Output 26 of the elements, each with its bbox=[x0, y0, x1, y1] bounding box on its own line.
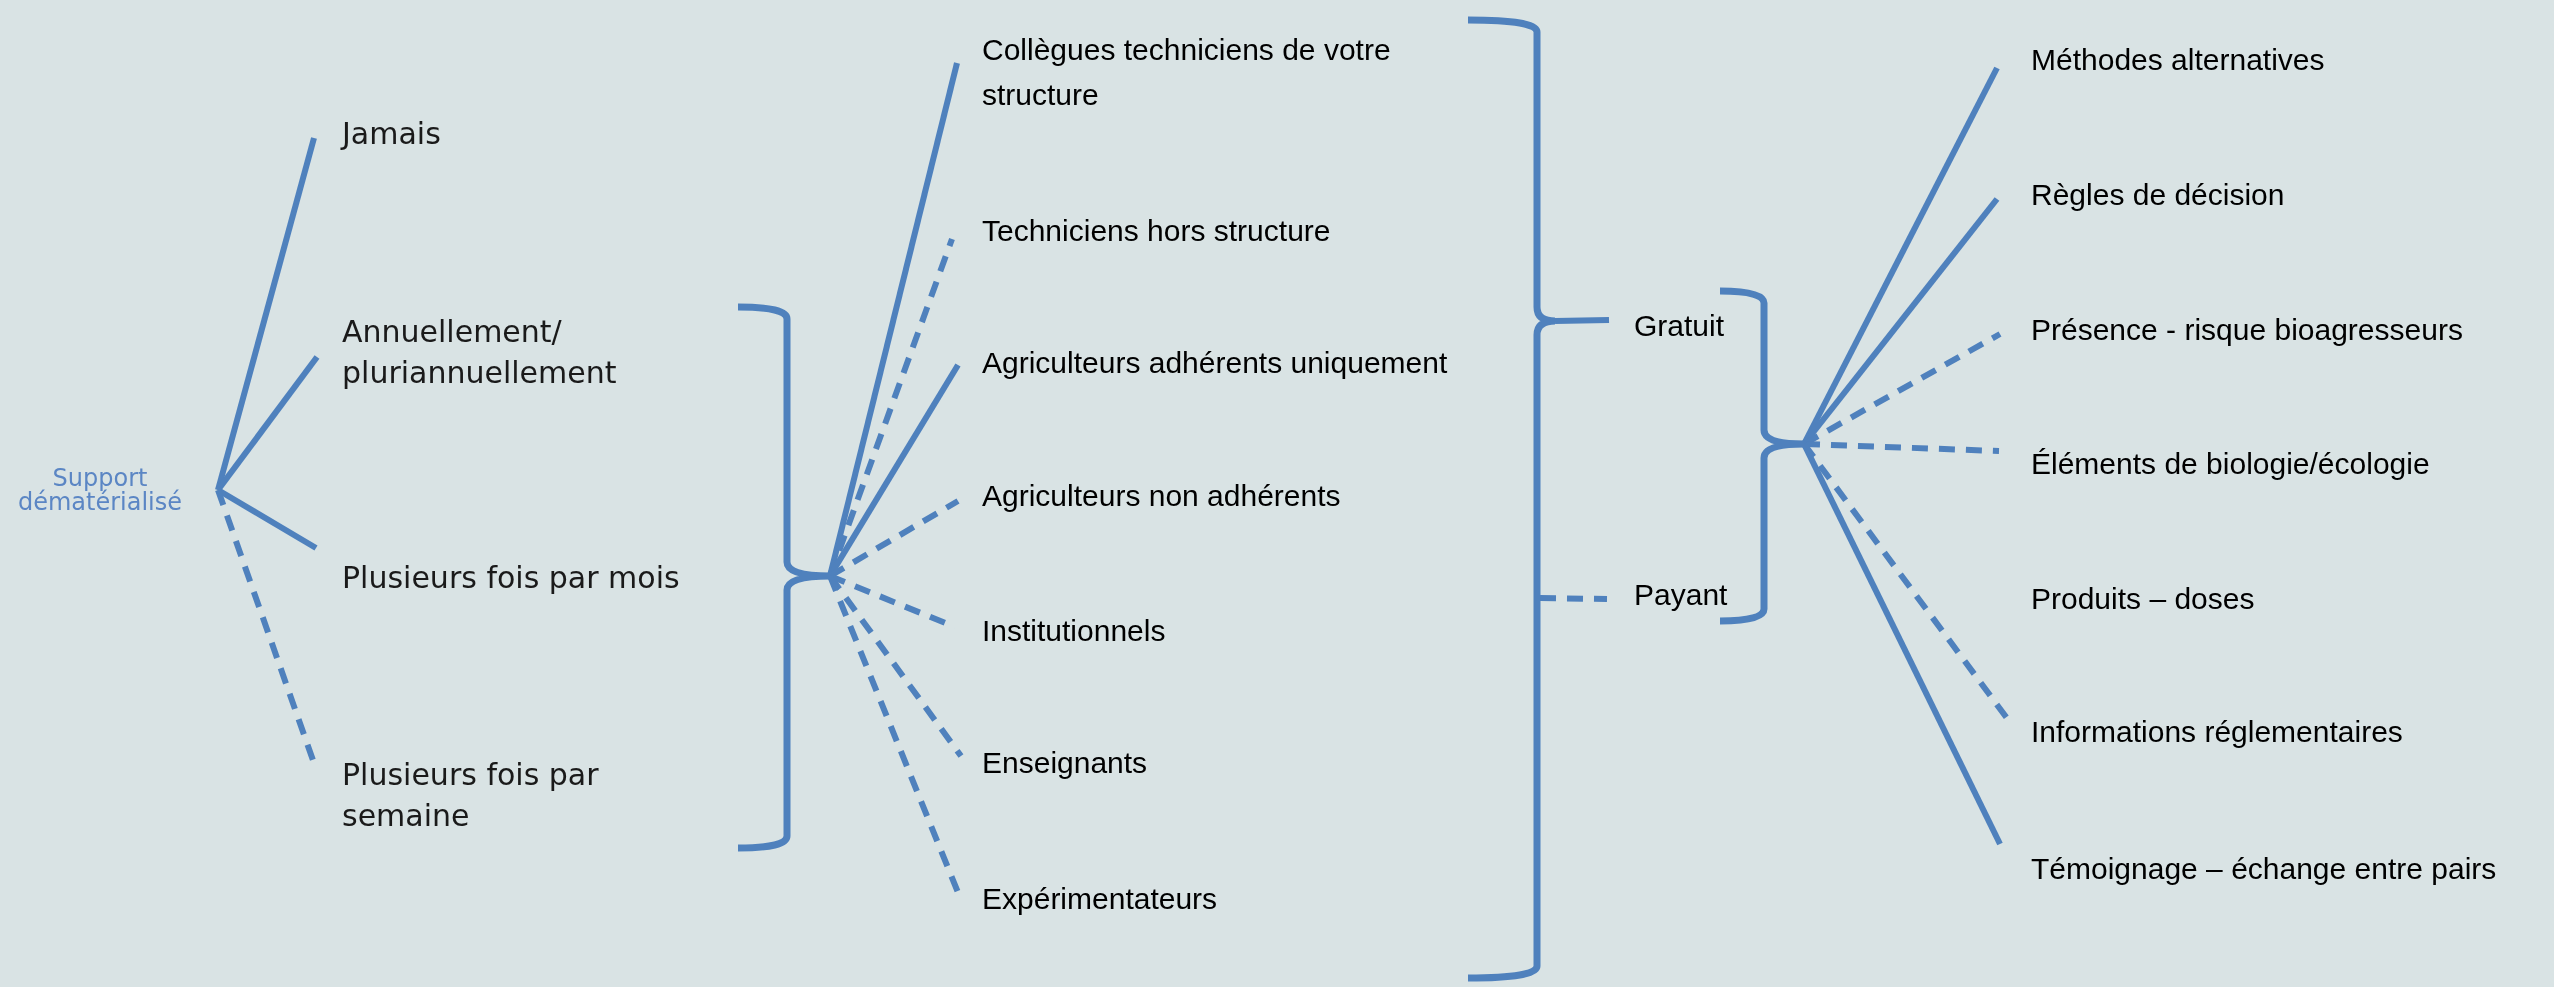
connector-line bbox=[1539, 595, 1608, 602]
connector-line bbox=[1554, 317, 1610, 324]
category-label: Plusieurs fois par mois bbox=[316, 557, 680, 598]
connector-line bbox=[216, 487, 318, 551]
category-label: Techniciens hors structure bbox=[952, 208, 1331, 253]
category-label: Payant bbox=[1607, 572, 1728, 617]
category-label: Témoignage – échange entre pairs bbox=[2000, 846, 2497, 891]
category-label: Agriculteurs adhérents uniquement bbox=[958, 340, 1448, 385]
category-label: Informations réglementaires bbox=[2012, 709, 2403, 754]
root-label: Support dématérialisé bbox=[0, 466, 218, 514]
category-label: Méthodes alternatives bbox=[1997, 37, 2325, 82]
category-label: Annuellement/ pluriannuellement bbox=[317, 311, 702, 393]
category-label: Règles de décision bbox=[1997, 172, 2285, 217]
category-label: Éléments de biologie/écologie bbox=[1999, 441, 2430, 486]
connector-line bbox=[215, 355, 320, 492]
category-label: Jamais bbox=[314, 113, 441, 154]
category-label: Gratuit bbox=[1609, 303, 1725, 348]
connector-line bbox=[215, 137, 317, 491]
category-label: Agriculteurs non adhérents bbox=[958, 473, 1341, 518]
category-label: Collègues techniciens de votre structure bbox=[957, 27, 1462, 117]
category-label: Plusieurs fois par semaine bbox=[315, 754, 702, 836]
category-label: Présence - risque bioagresseurs bbox=[2000, 307, 2463, 352]
category-label: Produits – doses bbox=[2010, 576, 2255, 621]
category-label: Enseignants bbox=[961, 740, 1148, 785]
category-label: Institutionnels bbox=[955, 608, 1166, 653]
category-label: Expérimentateurs bbox=[961, 876, 1218, 921]
